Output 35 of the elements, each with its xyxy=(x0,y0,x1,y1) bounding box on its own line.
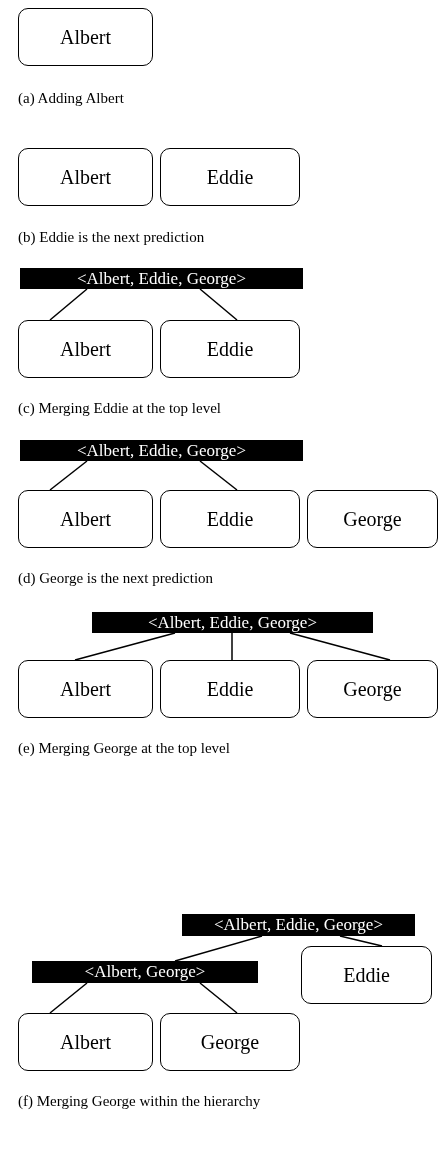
figure-caption: (c) Merging Eddie at the top level xyxy=(18,400,221,417)
node-box: Albert xyxy=(18,660,153,718)
connector-line xyxy=(199,288,238,321)
cluster-label-bar: <Albert, Eddie, George> xyxy=(182,914,415,936)
connector-line xyxy=(289,632,391,661)
node-box: Eddie xyxy=(160,490,300,548)
connector-line xyxy=(199,460,238,491)
connector-line xyxy=(49,288,88,321)
connector-line xyxy=(199,982,238,1014)
connector-line xyxy=(49,982,88,1014)
node-box: Albert xyxy=(18,490,153,548)
node-box: Eddie xyxy=(160,320,300,378)
node-box: Albert xyxy=(18,1013,153,1071)
cluster-label-bar: <Albert, Eddie, George> xyxy=(20,440,303,461)
node-box: George xyxy=(160,1013,300,1071)
connector-line xyxy=(231,632,233,661)
figure-caption: (b) Eddie is the next prediction xyxy=(18,229,205,246)
node-box: Albert xyxy=(18,8,153,66)
node-box: Eddie xyxy=(160,660,300,718)
node-box: Eddie xyxy=(301,946,432,1004)
figure-caption: (d) George is the next prediction xyxy=(18,570,214,587)
connector-line xyxy=(174,935,263,962)
node-box: George xyxy=(307,490,438,548)
figure-caption: (a) Adding Albert xyxy=(18,90,124,107)
node-box: Eddie xyxy=(160,148,300,206)
connector-line xyxy=(74,632,176,661)
cluster-label-bar: <Albert, Eddie, George> xyxy=(20,268,303,289)
figure-caption: (f) Merging George within the hierarchy xyxy=(18,1093,261,1110)
node-box: Albert xyxy=(18,148,153,206)
figure-caption: (e) Merging George at the top level xyxy=(18,740,230,757)
node-box: Albert xyxy=(18,320,153,378)
node-box: George xyxy=(307,660,438,718)
connector-line xyxy=(49,460,88,491)
cluster-label-bar: <Albert, Eddie, George> xyxy=(92,612,373,633)
cluster-label-bar: <Albert, George> xyxy=(32,961,258,983)
